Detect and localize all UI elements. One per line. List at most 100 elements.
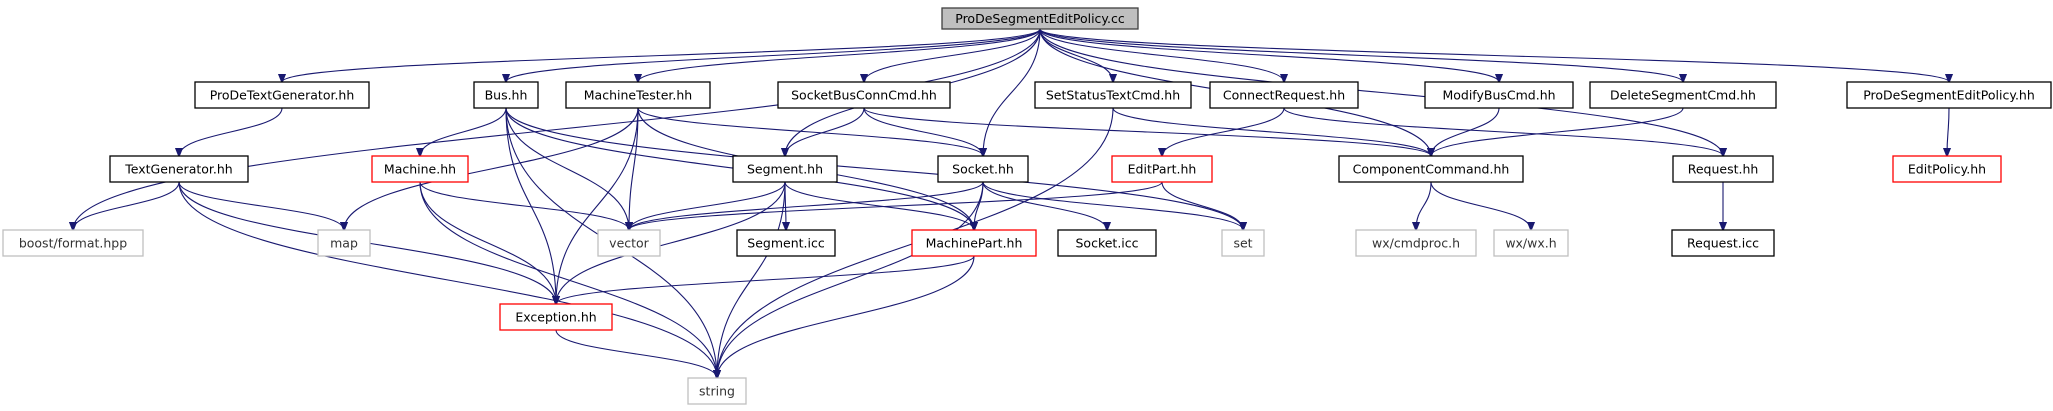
node-socketicc[interactable]: Socket.icc (1057, 229, 1157, 257)
node-requesticc[interactable]: Request.icc (1671, 229, 1775, 257)
edge-deleteseg-to-compcmd (1431, 107, 1684, 156)
edge-machinetester-to-socket (637, 107, 983, 156)
edge-textgen-to-boostfmt (73, 181, 180, 230)
node-bus[interactable]: Bus.hh (473, 81, 539, 109)
node-label-wxwx: wx/wx.h (1505, 236, 1556, 251)
node-request[interactable]: Request.hh (1672, 155, 1774, 183)
node-box-wxcmdproc (1355, 229, 1477, 257)
edge-root-to-socket (983, 28, 1041, 156)
edge-segment-to-machinepart (784, 181, 974, 230)
node-box-bus (473, 81, 539, 109)
node-machinetester[interactable]: MachineTester.hh (565, 81, 711, 109)
node-box-editpolicy (1892, 155, 2002, 183)
node-machinepart[interactable]: MachinePart.hh (911, 229, 1037, 257)
edge-machinetester-to-vector (629, 107, 639, 230)
edge-root-to-prodetextgen (282, 28, 1041, 82)
edge-root-to-connectreq (1039, 28, 1284, 82)
edge-editpart-to-vector (629, 181, 1163, 230)
node-editpolicy[interactable]: EditPolicy.hh (1892, 155, 2002, 183)
edge-segment-to-string (717, 181, 786, 378)
node-box-machine (371, 155, 469, 183)
edge-socket-to-vector (629, 181, 984, 230)
edge-connectreq-to-editpart (1162, 107, 1285, 156)
node-box-setstatus (1034, 81, 1192, 109)
edge-root-to-prodeseghh (1039, 28, 1949, 82)
node-textgen[interactable]: TextGenerator.hh (109, 155, 249, 183)
node-box-deleteseg (1589, 81, 1777, 109)
node-box-requesticc (1671, 229, 1775, 257)
edge-socket-to-machinepart (974, 181, 984, 230)
edge-socketbus-to-segment (785, 107, 865, 156)
node-connectreq[interactable]: ConnectRequest.hh (1209, 81, 1359, 109)
edge-machine-to-vector (419, 181, 629, 230)
node-wxcmdproc: wx/cmdproc.h (1355, 229, 1477, 257)
node-box-machinetester (565, 81, 711, 109)
node-box-socket (937, 155, 1029, 183)
node-label-socket: Socket.hh (952, 162, 1014, 177)
node-label-bus: Bus.hh (485, 88, 528, 103)
edge-root-to-setstatus (1039, 28, 1113, 82)
node-box-vector (597, 229, 661, 257)
node-label-machinetester: MachineTester.hh (584, 88, 692, 103)
node-boostfmt: boost/format.hpp (2, 229, 144, 257)
node-prodeseghh[interactable]: ProDeSegmentEditPolicy.hh (1846, 81, 2052, 109)
node-deleteseg[interactable]: DeleteSegmentCmd.hh (1589, 81, 1777, 109)
node-box-connectreq (1209, 81, 1359, 109)
edge-prodeseghh-to-editpolicy (1947, 107, 1949, 156)
node-wxwx: wx/wx.h (1493, 229, 1569, 257)
edge-root-to-modifybus (1039, 28, 1499, 82)
node-label-root: ProDeSegmentEditPolicy.cc (955, 11, 1125, 26)
node-exception[interactable]: Exception.hh (499, 303, 613, 331)
node-box-set (1221, 229, 1265, 257)
node-segicc[interactable]: Segment.icc (736, 229, 836, 257)
node-setstatus[interactable]: SetStatusTextCmd.hh (1034, 81, 1192, 109)
node-label-machinepart: MachinePart.hh (926, 236, 1023, 251)
edge-textgen-to-string (178, 181, 717, 378)
node-root[interactable]: ProDeSegmentEditPolicy.cc (941, 7, 1139, 30)
node-modifybus[interactable]: ModifyBusCmd.hh (1424, 81, 1574, 109)
node-label-connectreq: ConnectRequest.hh (1223, 88, 1345, 103)
edge-segment-to-vector (629, 181, 786, 230)
node-vector: vector (597, 229, 661, 257)
node-label-boostfmt: boost/format.hpp (19, 236, 127, 251)
node-editpart[interactable]: EditPart.hh (1111, 155, 1213, 183)
node-label-machine: Machine.hh (384, 162, 456, 177)
node-label-exception: Exception.hh (515, 310, 596, 325)
edge-root-to-deleteseg (1039, 28, 1683, 82)
edge-compcmd-to-wxcmdproc (1416, 181, 1432, 230)
edge-machinepart-to-exception (556, 255, 975, 304)
node-box-request (1672, 155, 1774, 183)
node-box-socketbus (777, 81, 951, 109)
node-label-compcmd: ComponentCommand.hh (1353, 162, 1510, 177)
node-label-vector: vector (609, 236, 650, 251)
edge-machine-to-exception (419, 181, 556, 304)
edge-root-to-socketbus (864, 28, 1041, 82)
node-label-socketicc: Socket.icc (1075, 236, 1138, 251)
node-box-segicc (736, 229, 836, 257)
node-label-socketbus: SocketBusConnCmd.hh (791, 88, 937, 103)
node-box-map (317, 229, 371, 257)
node-prodetextgen[interactable]: ProDeTextGenerator.hh (194, 81, 370, 109)
edges (73, 28, 1949, 378)
node-compcmd[interactable]: ComponentCommand.hh (1338, 155, 1524, 183)
edge-machinetester-to-exception (556, 107, 639, 304)
node-machine[interactable]: Machine.hh (371, 155, 469, 183)
node-socketbus[interactable]: SocketBusConnCmd.hh (777, 81, 951, 109)
edge-socket-to-socketicc (982, 181, 1107, 230)
edge-socketbus-to-compcmd (863, 107, 1431, 156)
node-label-segment: Segment.hh (747, 162, 823, 177)
edge-machinetester-to-map (344, 107, 639, 230)
node-socket[interactable]: Socket.hh (937, 155, 1029, 183)
node-string: string (687, 377, 747, 405)
edge-compcmd-to-wxwx (1430, 181, 1531, 230)
node-label-requesticc: Request.icc (1687, 236, 1759, 251)
node-label-editpolicy: EditPolicy.hh (1908, 162, 1986, 177)
edge-bus-to-vector (505, 107, 629, 230)
node-label-deleteseg: DeleteSegmentCmd.hh (1610, 88, 1756, 103)
node-label-set: set (1233, 236, 1252, 251)
node-box-exception (499, 303, 613, 331)
node-segment[interactable]: Segment.hh (732, 155, 838, 183)
edge-root-to-request (1039, 28, 1723, 156)
node-box-machinepart (911, 229, 1037, 257)
edge-editpart-to-set (1161, 181, 1243, 230)
